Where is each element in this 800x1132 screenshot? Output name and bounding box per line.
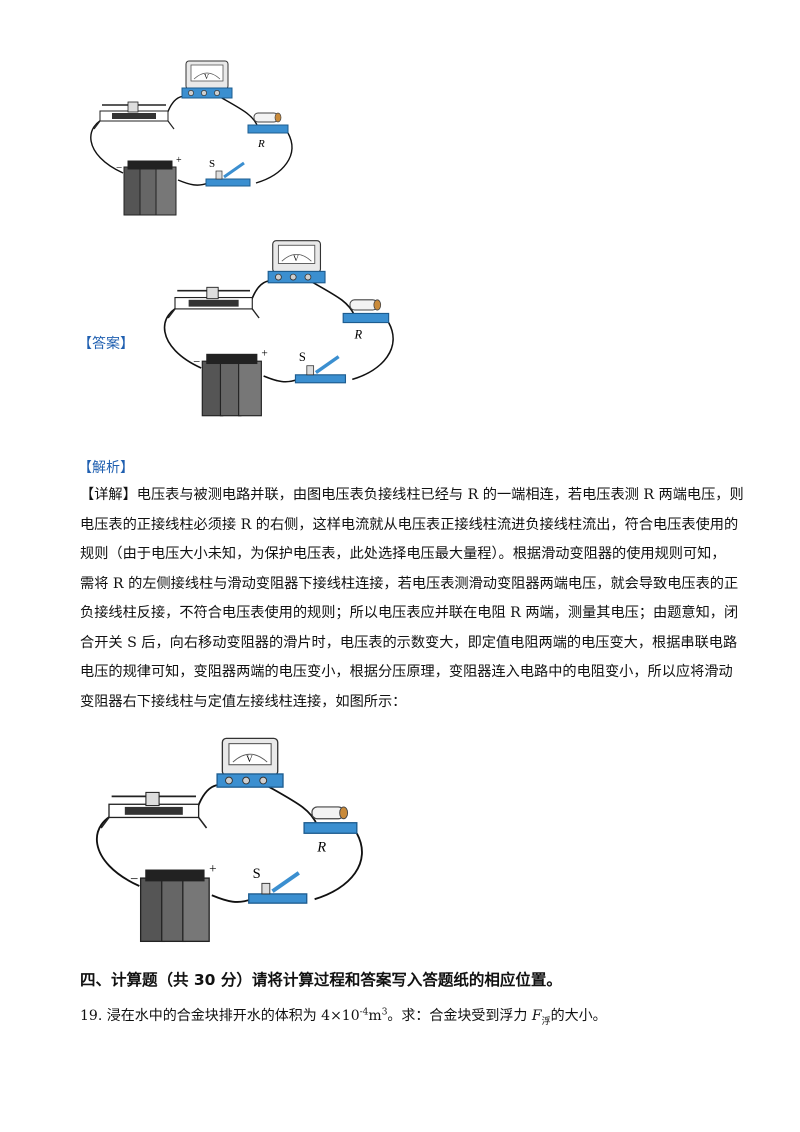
unit: m (368, 1008, 382, 1024)
circuit-figure-question (89, 59, 294, 217)
question-19: 19. 浸在水中的合金块排开水的体积为 4×10-4m3。求：合金块受到浮力 F… (80, 1005, 607, 1027)
answer-tag: 【答案】 (78, 336, 134, 352)
exponent: -4 (359, 1007, 369, 1018)
detail-paragraph: 【详解】电压表与被测电路并联，由图电压表负接线柱已经与 R 的一端相连，若电压表… (80, 481, 744, 717)
circuit-figure-solution (94, 736, 364, 944)
analysis-tag: 【解析】 (78, 460, 134, 476)
detail-line: 电压表的正接线柱必须接 R 的右侧，这样电流就从电压表正接线柱流进负接线柱流出，… (80, 516, 739, 533)
detail-line: 负接线柱反接，不符合电压表使用的规则；所以电压表应并联在电阻 R 两端，测量其电… (80, 605, 739, 621)
question-number: 19. (80, 1008, 103, 1024)
question-text-middle: 。求：合金块受到浮力 (387, 1008, 532, 1024)
detail-line: 规则（由于电压大小未知，为保护电压表，此处选择电压最大量程）。根据滑动变阻器的使… (80, 546, 726, 562)
unit-exponent: 3 (381, 1007, 388, 1018)
question-text-before: 浸在水中的合金块排开水的体积为 4×10 (106, 1008, 360, 1024)
detail-line: 合开关 S 后，向右移动变阻器的滑片时，电压表的示数变大，即定值电阻两端的电压变… (80, 634, 738, 651)
detail-line: 变阻器右下接线柱与定值左接线柱连接，如图所示： (80, 693, 407, 710)
force-symbol: F (531, 1008, 542, 1024)
detail-line: 需将 R 的左侧接线柱与滑动变阻器下接线柱连接，若电压表测滑动变阻器两端电压，就… (80, 575, 739, 592)
circuit-figure-answer (162, 239, 395, 418)
section-title: 四、计算题（共 30 分）请将计算过程和答案写入答题纸的相应位置。 (80, 971, 562, 989)
detail-line: 【详解】电压表与被测电路并联，由图电压表负接线柱已经与 R 的一端相连，若电压表… (80, 487, 744, 503)
detail-line: 电压的规律可知，变阻器两端的电压变小，根据分压原理，变阻器连入电路中的电阻变小，… (80, 664, 733, 680)
question-text-after: 的大小。 (550, 1008, 607, 1024)
force-subscript: 浮 (541, 1016, 551, 1027)
